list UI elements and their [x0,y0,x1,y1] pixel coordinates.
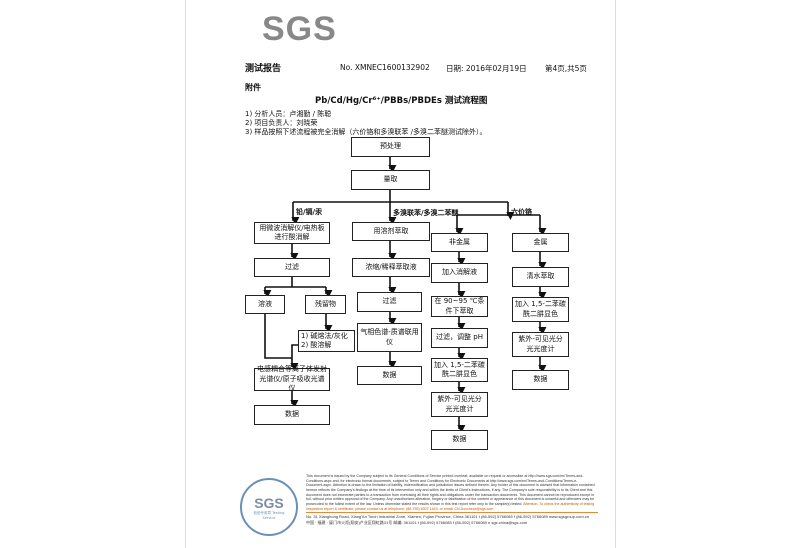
branch-label-pbb-pbde: 多溴联苯/多溴二苯醚 [393,209,459,217]
col4-step-add-dpc: 加入 1,5-二苯碳酰二肼显色 [512,297,569,322]
step-measure: 量取 [351,170,430,190]
branch-label-pb-cd-hg: 铅/镉/汞 [296,208,323,216]
section-label: 附件 [245,83,261,92]
flowchart-title: Pb/Cd/Hg/Cr⁶⁺/PBBs/PBDEs 测试流程图 [315,96,488,106]
col2-step-solvent-extraction: 用溶剂萃取 [352,222,430,241]
address-en: No. 31 Xianghong Road, Xiang'An Torch In… [306,514,590,520]
step-pretreatment: 预处理 [351,137,430,157]
col1-step-filter: 过滤 [254,258,330,277]
col2-step-data: 数据 [357,366,422,385]
disclaimer: This document is issued by the Company s… [306,474,598,511]
col3-step-data: 数据 [431,430,488,450]
col2-step-gcms: 气相色谱-质谱联用仪 [357,323,422,352]
col3-step-uv-vis: 紫外-可见光分光光度计 [431,392,488,417]
branch-label-cr6: 六价铬 [511,208,532,216]
col4-step-uv-vis: 紫外-可见光分光光度计 [512,332,569,357]
col3-step-extract-90-95: 在 90~95 ℃条件下萃取 [431,296,488,317]
footer-text-block: This document is issued by the Company s… [306,474,598,525]
report-date: 日期: 2016年02月19日 [446,64,527,73]
stamp-subtitle: 检验专用章 Testing Service [253,510,285,520]
note-3: 3) 样品按照下述流程被完全消解（六价铬和多溴联苯 /多溴二苯醚测试除外）。 [245,128,487,136]
report-number: No. XMNEC1600132902 [340,63,430,72]
attention-text: Attention: To check the authenticity of … [306,502,595,511]
sgs-stamp: SGS 检验专用章 Testing Service [240,478,298,536]
col1-step-solution: 溶液 [245,295,285,314]
col1-step-icp-aas: 电感耦合等离子体发射光谱仪/原子吸收光谱仪 [254,365,330,392]
col3-step-filter-ph: 过滤，调整 pH [431,328,488,348]
col1-step-alkali-fusion: 1) 碱熔法/灰化 2) 酸溶解 [298,330,355,352]
col4-step-water-extraction: 清水萃取 [512,267,569,287]
page-number: 第4页,共5页 [545,64,587,73]
col1-step-data: 数据 [254,405,330,425]
col2-step-filter: 过滤 [357,292,422,312]
col3-step-add-digestion: 加入消解液 [431,263,488,283]
page-edge-right [615,0,616,548]
address-cn: 中国 · 福建 · 厦门市火炬(翔安)产业区翔虹路31号 邮编: 361101 … [306,519,528,525]
col2-step-concentrate: 浓缩/稀释萃取液 [352,258,430,277]
col1-step-residue: 残留物 [305,295,346,314]
page-edge-left [185,0,186,548]
col4-step-data: 数据 [512,370,569,390]
col4-step-metal: 金属 [512,233,569,252]
note-1: 1) 分析人员：卢湘勤 / 陈聪 [245,110,332,118]
col3-step-nonmetal: 非金属 [431,233,488,252]
sgs-logo: SGS [262,10,337,48]
stamp-logo: SGS [254,494,284,511]
note-2: 2) 项目负责人：刘晓荣 [245,119,318,127]
footer-divider [306,512,598,514]
disclaimer-text: This document is issued by the Company s… [306,474,595,507]
report-title: 测试报告 [245,64,282,74]
col3-step-add-dpc: 加入 1,5-二苯碳酰二肼显色 [431,358,488,382]
col1-step-digestion: 用微波消解仪/电热板进行酸消解 [254,222,330,244]
